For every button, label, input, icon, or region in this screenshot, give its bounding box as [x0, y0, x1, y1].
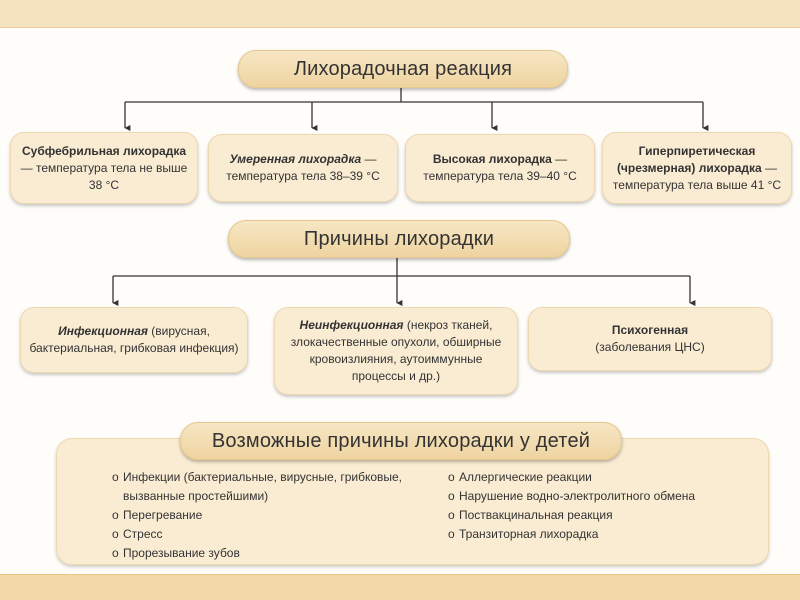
children-title-text: Возможные причины лихорадки у детей — [211, 429, 591, 452]
list-item: o Перегревание — [112, 506, 412, 525]
fever-type-box-moderate: Умеренная лихорадка — температура тела 3… — [208, 134, 398, 202]
fever-type-bold: Гиперпиретическая (чрезмерная) лихорадка — [616, 143, 762, 175]
list-item-text: Транзиторная лихорадка — [459, 527, 599, 541]
fever-type-box-hyperpyretic: Гиперпиретическая (чрезмерная) лихорадка… — [602, 132, 792, 204]
fever-type-rest: — температура тела 38–39 °С — [226, 152, 380, 183]
list-item-text: Аллергические реакции — [459, 470, 592, 484]
fever-type-box-high: Высокая лихорадка — температура тела 39–… — [405, 134, 595, 202]
children-title-pill: Возможные причины лихорадки у детей — [180, 422, 622, 460]
list-item: o Нарушение водно-электролитного обмена — [448, 487, 763, 506]
list-item: o Инфекции (бактериальные, вирусные, гриб… — [112, 468, 412, 506]
fever-type-text: Гиперпиретическая (чрезмерная) лихорадка… — [610, 143, 784, 194]
fever-type-rest: — температура тела 39–40 °С — [423, 152, 577, 183]
list-item: o Стресс — [112, 525, 412, 544]
cause-bold: Инфекционная — [58, 324, 148, 338]
bullet-icon: o — [448, 527, 455, 541]
bullet-icon: o — [448, 470, 455, 484]
list-item-text: Нарушение водно-электролитного обмена — [459, 489, 696, 503]
fever-type-bold: Высокая лихорадка — [432, 152, 552, 166]
cause-box-infectious: Инфекционная (вирусная, бактериальная, г… — [20, 307, 248, 373]
list-item-text: Инфекции (бактериальные, вирусные, грибк… — [123, 470, 403, 503]
cause-text: Инфекционная (вирусная, бактериальная, г… — [28, 323, 240, 357]
list-item-text: Поствакцинальная реакция — [459, 508, 613, 522]
list-item-text: Стресс — [123, 527, 163, 541]
cause-bold: Психогенная — [611, 323, 689, 337]
bullet-icon: o — [112, 470, 119, 484]
fever-type-text: Субфебрильная лихорадка — температура те… — [18, 143, 190, 194]
fever-type-text: Высокая лихорадка — температура тела 39–… — [413, 151, 587, 185]
cause-bold: Неинфекционная — [299, 318, 404, 332]
causes-title-text: Причины лихорадки — [303, 227, 495, 250]
cause-rest: (вирусная, бактериальная, грибковая инфе… — [29, 324, 239, 355]
causes-title-pill: Причины лихорадки — [228, 220, 570, 258]
title-text: Лихорадочная реакция — [293, 57, 513, 80]
top-band — [0, 0, 800, 28]
bottom-band — [0, 574, 800, 600]
fever-type-text: Умеренная лихорадка — температура тела 3… — [216, 151, 390, 185]
list-item: o Прорезывание зубов — [112, 544, 412, 563]
bullet-icon: o — [112, 527, 119, 541]
cause-rest: (заболевания ЦНС) — [595, 340, 705, 354]
fever-type-bold: Умеренная лихорадка — [229, 152, 362, 166]
bullet-icon: o — [112, 508, 119, 522]
bullet-icon: o — [448, 489, 455, 503]
title-pill: Лихорадочная реакция — [238, 50, 568, 88]
list-item: o Поствакцинальная реакция — [448, 506, 763, 525]
list-item: o Транзиторная лихорадка — [448, 525, 763, 544]
list-item-text: Перегревание — [123, 508, 203, 522]
cause-box-noninfectious: Неинфекционная (некроз тканей, злокачест… — [274, 307, 518, 395]
cause-rest: (некроз тканей, злокачественные опухоли,… — [290, 318, 502, 383]
list-item-text: Прорезывание зубов — [123, 546, 240, 560]
fever-type-box-subfebrile: Субфебрильная лихорадка — температура те… — [10, 132, 198, 204]
bullet-icon: o — [448, 508, 455, 522]
bullet-icon: o — [112, 546, 119, 560]
cause-text: Неинфекционная (некроз тканей, злокачест… — [282, 317, 510, 385]
cause-box-psychogenic: Психогенная (заболевания ЦНС) — [528, 307, 772, 371]
fever-type-bold: Субфебрильная лихорадка — [22, 143, 186, 158]
list-item: o Аллергические реакции — [448, 468, 763, 487]
children-causes-left-list: o Инфекции (бактериальные, вирусные, гриб… — [112, 468, 412, 563]
cause-text: Психогенная (заболевания ЦНС) — [580, 322, 720, 356]
fever-type-rest: — температура тела не выше 38 °С — [20, 160, 188, 192]
fever-type-rest: — температура тела выше 41 °С — [612, 160, 782, 192]
